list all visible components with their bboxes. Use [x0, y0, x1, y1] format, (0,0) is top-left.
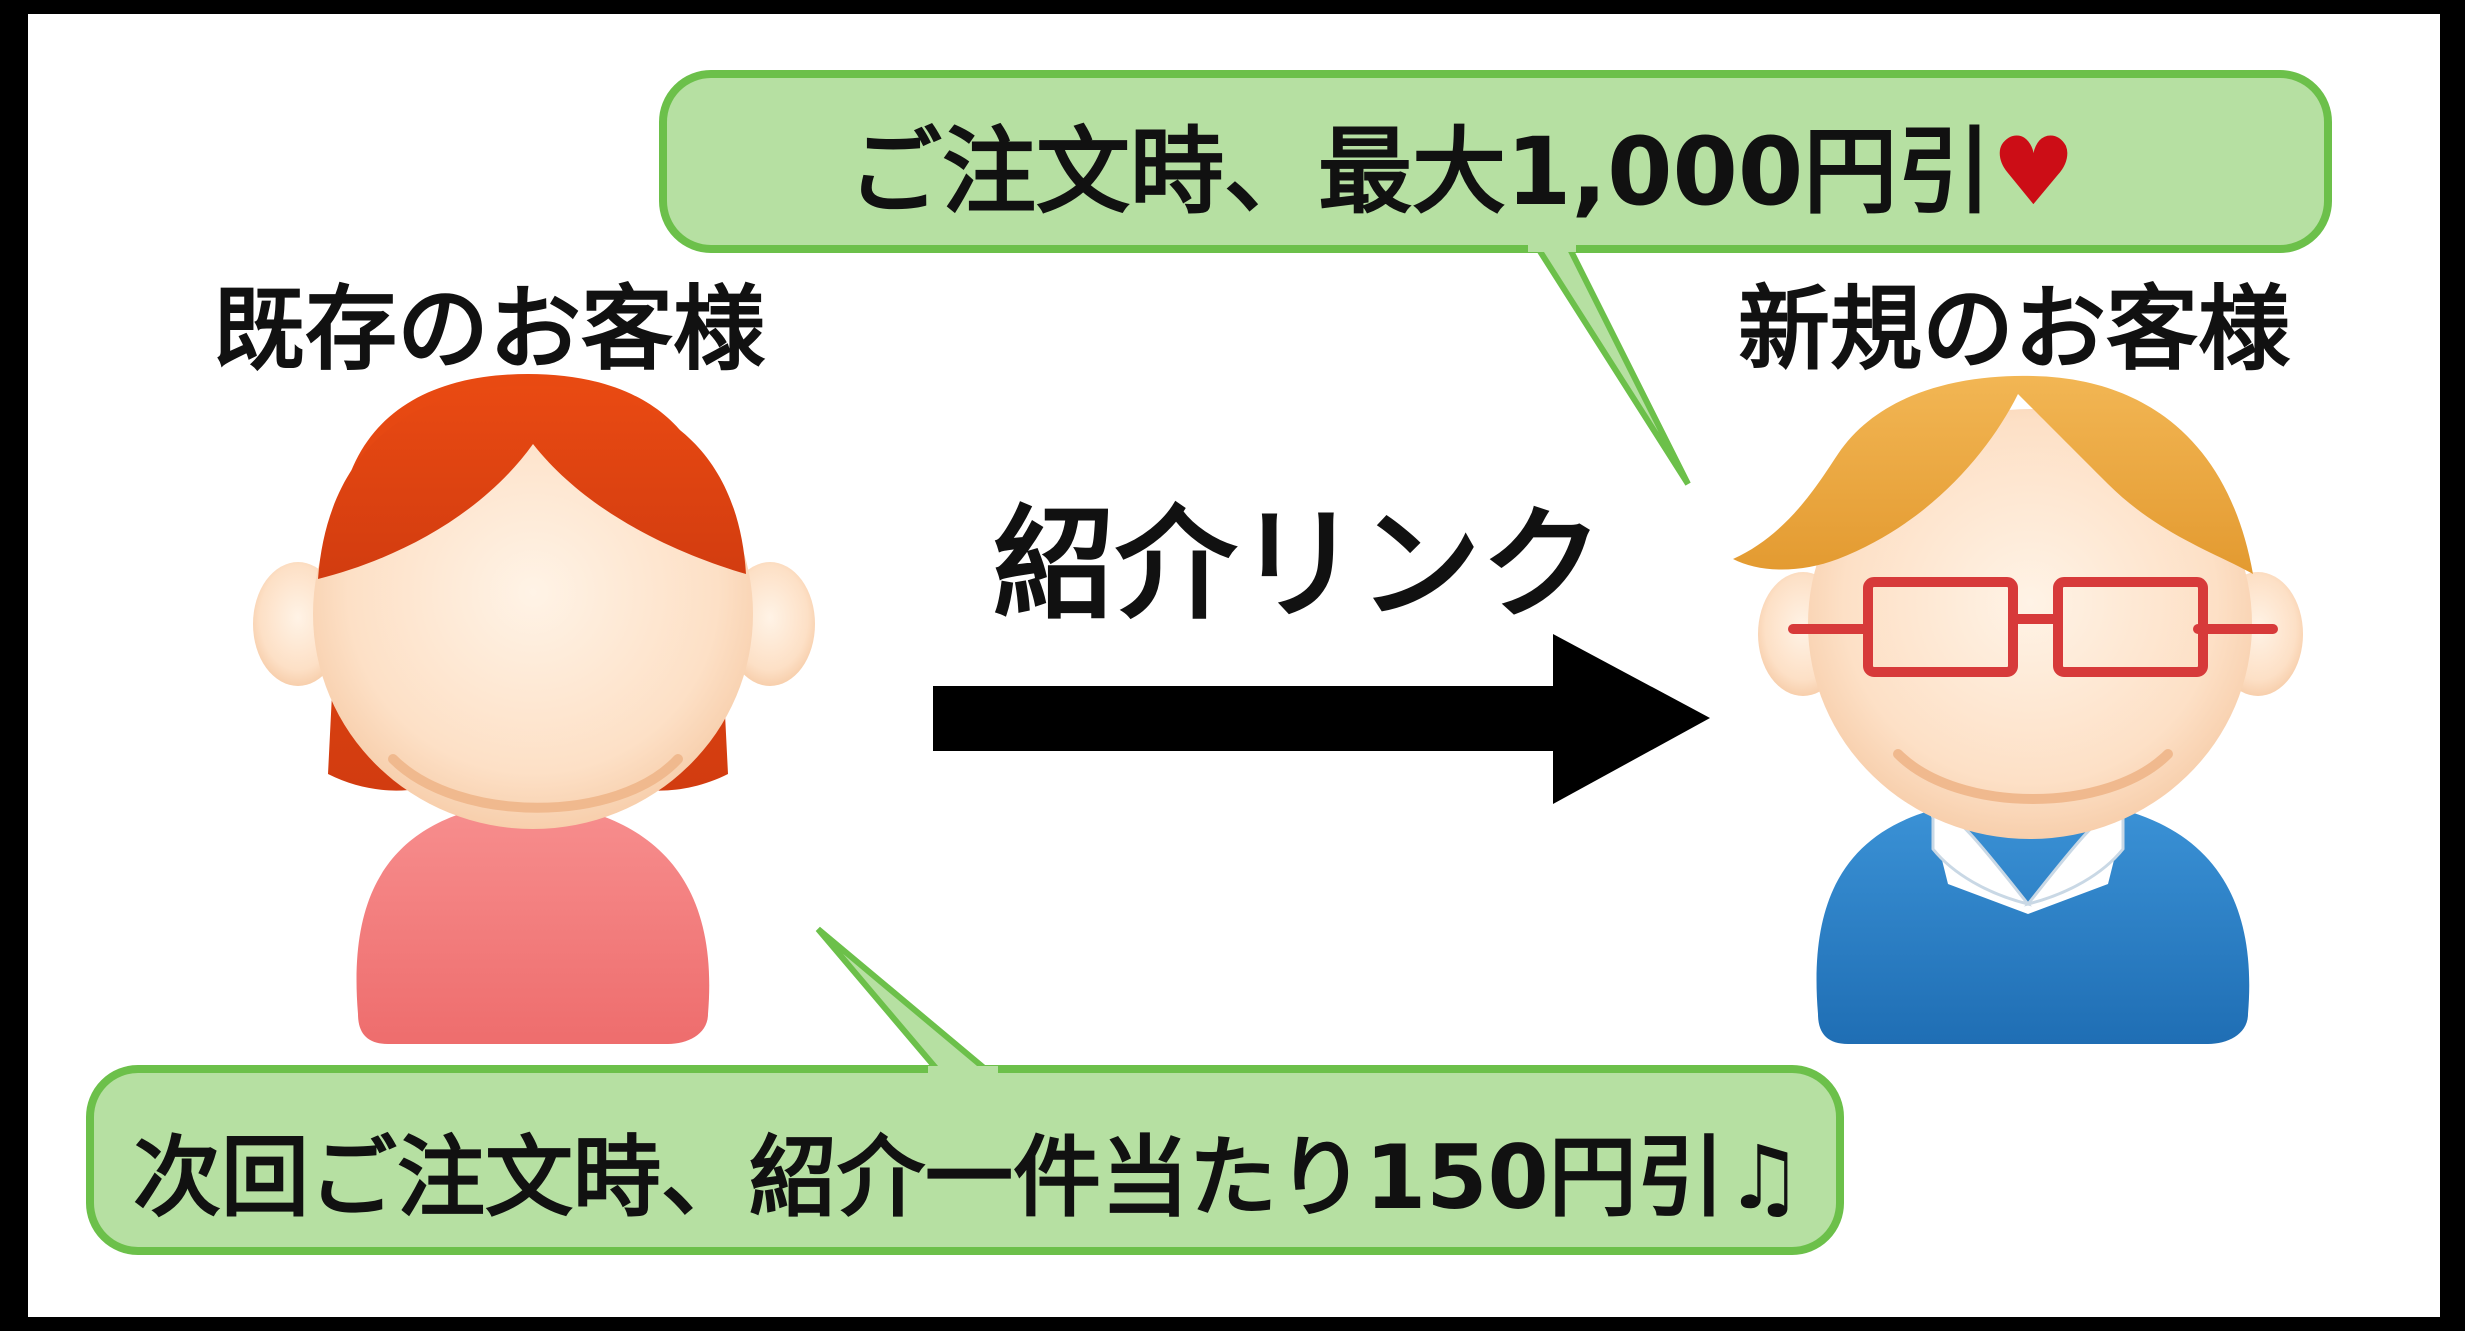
woman-user-icon [253, 374, 815, 1044]
diagram-canvas: 既存のお客様 新規のお客様 紹介リンク ご注文時、最大1,000円引♥ 次回ご注… [28, 14, 2440, 1317]
diagram-graphics [86, 70, 2332, 1255]
bottom-bubble-text: 次回ご注文時、紹介一件当たり150円引♫ [133, 1134, 1804, 1222]
top-bubble-message: ご注文時、最大1,000円引 [848, 118, 1992, 227]
man-with-glasses-user-icon [1733, 375, 2303, 1044]
bottom-bubble-message: 次回ご注文時、紹介一件当たり150円引 [133, 1126, 1725, 1229]
right-arrow-icon [933, 634, 1710, 804]
referral-link-label: 紹介リンク [993, 494, 1603, 636]
top-bubble-text: ご注文時、最大1,000円引♥ [848, 126, 2076, 220]
music-note-icon: ♫ [1724, 1126, 1804, 1229]
new-customer-label: 新規のお客様 [1738, 276, 2291, 383]
heart-icon: ♥ [1991, 118, 2076, 227]
bottom-speech-bubble [86, 926, 1844, 1255]
top-speech-bubble [659, 70, 2332, 486]
existing-customer-label: 既存のお客様 [213, 276, 766, 383]
